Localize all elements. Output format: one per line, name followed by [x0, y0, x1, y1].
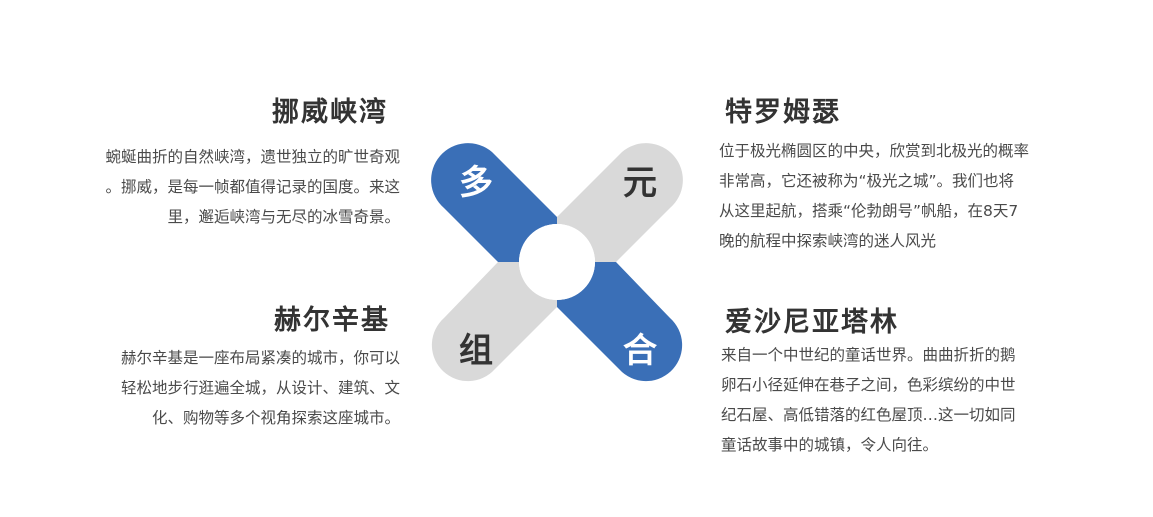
text-line: 赫尔辛基是一座布局紧凑的城市，你可以 — [120, 349, 400, 367]
title-bottom-left: 赫尔辛基 — [274, 305, 390, 336]
text-top-right: 位于极光椭圆区的中央，欣赏到北极光的概率 非常高，它还被称为“极光之城”。我们也… — [719, 136, 1029, 256]
text-line: 晚的航程中探索峡湾的迷人风光 — [719, 232, 937, 250]
petal-bottom-right — [557, 262, 683, 382]
text-line: 纪石屋、高低错落的红色屋顶…这一切如同 — [721, 406, 1016, 424]
text-line: 卵石小径延伸在巷子之间，色彩缤纷的中世 — [721, 376, 1016, 394]
text-bottom-right: 来自一个中世纪的童话世界。曲曲折折的鹅 卵石小径延伸在巷子之间，色彩缤纷的中世 … — [721, 340, 1016, 460]
text-line: 童话故事中的城镇，令人向往。 — [721, 436, 939, 454]
text-line: 里，邂逅峡湾与无尽的冰雪奇景。 — [167, 208, 400, 226]
text-line: 位于极光椭圆区的中央，欣赏到北极光的概率 — [719, 142, 1030, 160]
center-label-2: 元 — [623, 163, 657, 203]
center-circle — [519, 224, 595, 300]
text-line: 蜿蜒曲折的自然峡湾，遗世独立的旷世奇观 — [105, 148, 400, 166]
petal-bottom-left — [431, 262, 557, 382]
center-label-1: 多 — [459, 163, 493, 203]
text-line: 化、购物等多个视角探索这座城市。 — [151, 409, 400, 427]
text-line: 。挪威，是每一帧都值得记录的国度。来这 — [105, 178, 400, 196]
title-top-right: 特罗姆瑟 — [725, 97, 841, 128]
text-line: 非常高，它还被称为“极光之城”。我们也将 — [719, 172, 1015, 190]
petal-top-left — [431, 143, 557, 262]
center-label-4: 合 — [623, 331, 657, 371]
text-line: 来自一个中世纪的童话世界。曲曲折折的鹅 — [721, 346, 1016, 364]
center-label-3: 组 — [459, 331, 493, 371]
title-top-left: 挪威峡湾 — [272, 97, 388, 128]
petal-top-right — [557, 143, 683, 262]
text-line: 轻松地步行逛遍全城，从设计、建筑、文 — [120, 379, 400, 397]
text-line: 从这里起航，搭乘“伦勃朗号”帆船，在8天7 — [719, 202, 1019, 220]
title-bottom-right: 爱沙尼亚塔林 — [725, 307, 899, 338]
text-top-left: 蜿蜒曲折的自然峡湾，遗世独立的旷世奇观 。挪威，是每一帧都值得记录的国度。来这 … — [105, 142, 400, 232]
text-bottom-left: 赫尔辛基是一座布局紧凑的城市，你可以 轻松地步行逛遍全城，从设计、建筑、文 化、… — [121, 343, 400, 433]
